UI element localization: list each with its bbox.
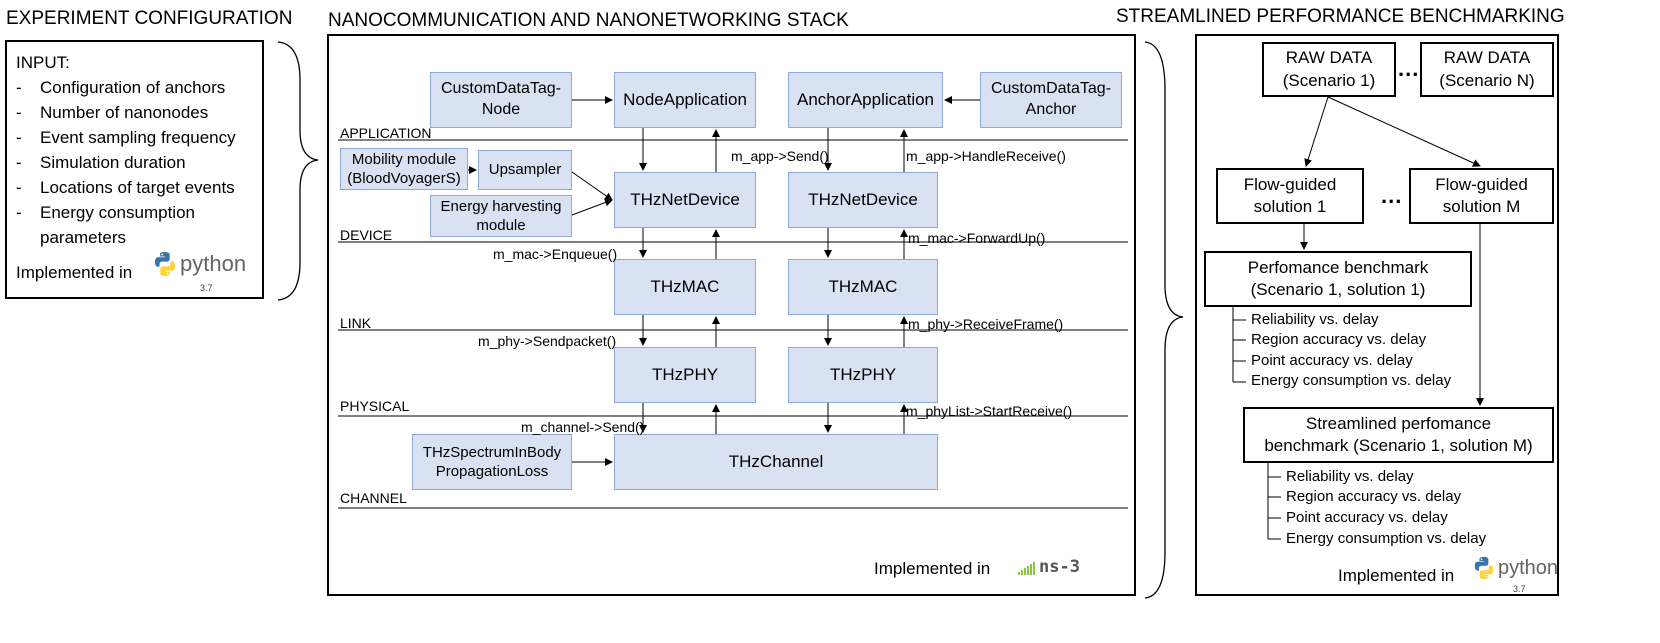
call-phy-receive-frame: m_phy->ReceiveFrame(): [908, 316, 1064, 332]
block-line: Energy harvesting: [440, 197, 562, 215]
layer-device-label: DEVICE: [340, 227, 393, 243]
thz-mac-right-block: THzMAC: [788, 259, 938, 315]
perf1-metric: Point accuracy vs. delay: [1251, 352, 1413, 369]
box-line: Flow-guided: [1243, 174, 1337, 194]
flow-guided-solution-m-box: Flow-guided solution M: [1409, 168, 1554, 224]
input-item: Energy consumption: [40, 203, 195, 222]
perf1-metric: Reliability vs. delay: [1251, 311, 1379, 328]
box-line: solution 1: [1253, 197, 1327, 216]
box-line: Streamlined perfomance: [1305, 413, 1492, 433]
input-item: Locations of target events: [40, 178, 235, 197]
right-brace: [1144, 41, 1184, 599]
block-line: CustomDataTag-: [990, 80, 1112, 98]
input-item: Simulation duration: [40, 153, 186, 172]
benchmarking-title: STREAMLINED PERFORMANCE BENCHMARKING: [1116, 6, 1565, 27]
python-wordmark: python: [180, 251, 247, 276]
python-snake-icon: [1474, 556, 1494, 580]
python-logo: python: [152, 251, 246, 277]
box-line: solution M: [1442, 197, 1521, 216]
experiment-configuration-title: EXPERIMENT CONFIGURATION: [6, 8, 293, 29]
box-line: (Scenario N): [1439, 70, 1535, 90]
upsampler-block: Upsampler: [478, 150, 572, 190]
block-line: Mobility module: [351, 150, 457, 168]
thz-net-device-left-block: THzNetDevice: [614, 172, 756, 228]
thz-phy-right-block: THzPHY: [788, 347, 938, 403]
python-version: 3.7: [200, 283, 213, 293]
box-line: benchmark (Scenario 1, solution M): [1264, 436, 1533, 455]
mobility-module-block: Mobility module (BloodVoyagerS): [340, 148, 468, 190]
input-label: INPUT:: [16, 53, 70, 72]
input-item: Number of nanonodes: [40, 103, 209, 122]
node-application-block: NodeApplication: [614, 72, 756, 128]
box-line: RAW DATA: [1443, 48, 1531, 68]
thz-net-device-right-block: THzNetDevice: [788, 172, 938, 228]
custom-data-tag-anchor-block: CustomDataTag- Anchor: [980, 72, 1122, 128]
block-line: Node: [481, 101, 521, 118]
box-line: (Scenario 1, solution 1): [1250, 280, 1426, 299]
raw-data-scenario-n-box: RAW DATA(Scenario N): [1420, 42, 1554, 97]
ns3-wordmark: ns-3: [1039, 557, 1080, 577]
block-line: module: [476, 217, 526, 234]
thz-channel-block: THzChannel: [614, 434, 938, 490]
anchor-application-block: AnchorApplication: [788, 72, 943, 128]
call-mac-enqueue: m_mac->Enqueue(): [493, 246, 618, 262]
raw-data-scenario-1-box: RAW DATA(Scenario 1): [1262, 42, 1396, 97]
custom-data-tag-node-block: CustomDataTag- Node: [430, 72, 572, 128]
config-implemented-label: Implemented in: [16, 263, 133, 282]
box-line: RAW DATA: [1285, 48, 1373, 68]
stack-title: NANOCOMMUNICATION AND NANONETWORKING STA…: [328, 10, 849, 31]
perf1-metric: Region accuracy vs. delay: [1251, 331, 1427, 348]
call-phylist-start-receive: m_phyList->StartReceive(): [906, 403, 1073, 419]
signal-bars-icon: [1018, 562, 1035, 575]
input-item: Configuration of anchors: [40, 78, 226, 97]
flow-guided-ellipsis: ...: [1381, 183, 1403, 208]
layer-channel-label: CHANNEL: [340, 490, 407, 506]
box-line: Flow-guided: [1435, 174, 1528, 194]
block-line: THzSpectrumInBody: [422, 443, 562, 461]
energy-harvesting-block: Energy harvesting module: [430, 195, 572, 237]
layer-application-label: APPLICATION: [340, 125, 432, 141]
perf1-metric: Energy consumption vs. delay: [1251, 372, 1452, 389]
streamlined-metric: Point accuracy vs. delay: [1286, 509, 1448, 526]
python-snake-icon: [155, 252, 175, 276]
call-channel-send: m_channel->Send(): [521, 419, 645, 435]
call-mac-forward-up: m_mac->ForwardUp(): [908, 230, 1046, 246]
thz-mac-left-block: THzMAC: [614, 259, 756, 315]
streamlined-metric: Energy consumption vs. delay: [1286, 530, 1487, 547]
input-item: Event sampling frequency: [40, 128, 236, 147]
box-line: Perfomance benchmark: [1247, 257, 1429, 277]
thz-phy-left-block: THzPHY: [614, 347, 756, 403]
input-item: parameters: [40, 228, 126, 247]
streamlined-metric: Region accuracy vs. delay: [1286, 488, 1462, 505]
ns3-logo: ns-3: [1018, 557, 1080, 577]
block-line: Anchor: [1025, 101, 1077, 118]
call-app-send: m_app->Send(): [731, 148, 829, 164]
streamlined-benchmark-box: Streamlined perfomance benchmark (Scenari…: [1243, 407, 1554, 463]
call-app-handle-receive: m_app->HandleReceive(): [906, 148, 1066, 164]
configuration-input-list: INPUT: -Configuration of anchors -Number…: [16, 50, 236, 250]
python-version: 3.7: [1513, 584, 1526, 594]
bench-implemented-label: Implemented in: [1338, 566, 1455, 585]
left-brace: [277, 41, 319, 301]
call-phy-sendpacket: m_phy->Sendpacket(): [478, 333, 617, 349]
layer-physical-label: PHYSICAL: [340, 398, 410, 414]
block-line: PropagationLoss: [435, 463, 549, 480]
streamlined-metric: Reliability vs. delay: [1286, 468, 1414, 485]
configuration-panel: [5, 40, 264, 299]
block-line: (BloodVoyagerS): [347, 170, 461, 187]
layer-link-label: LINK: [340, 315, 372, 331]
stack-implemented-label: Implemented in: [874, 559, 991, 578]
flow-guided-solution-1-box: Flow-guided solution 1: [1216, 168, 1364, 224]
python-wordmark: python: [1498, 556, 1559, 579]
raw-data-ellipsis: ...: [1398, 56, 1420, 81]
box-line: (Scenario 1): [1282, 70, 1376, 90]
block-line: CustomDataTag-: [440, 80, 562, 98]
performance-benchmark-box: Perfomance benchmark (Scenario 1, solutio…: [1204, 251, 1472, 307]
python-logo: python: [1472, 556, 1558, 580]
